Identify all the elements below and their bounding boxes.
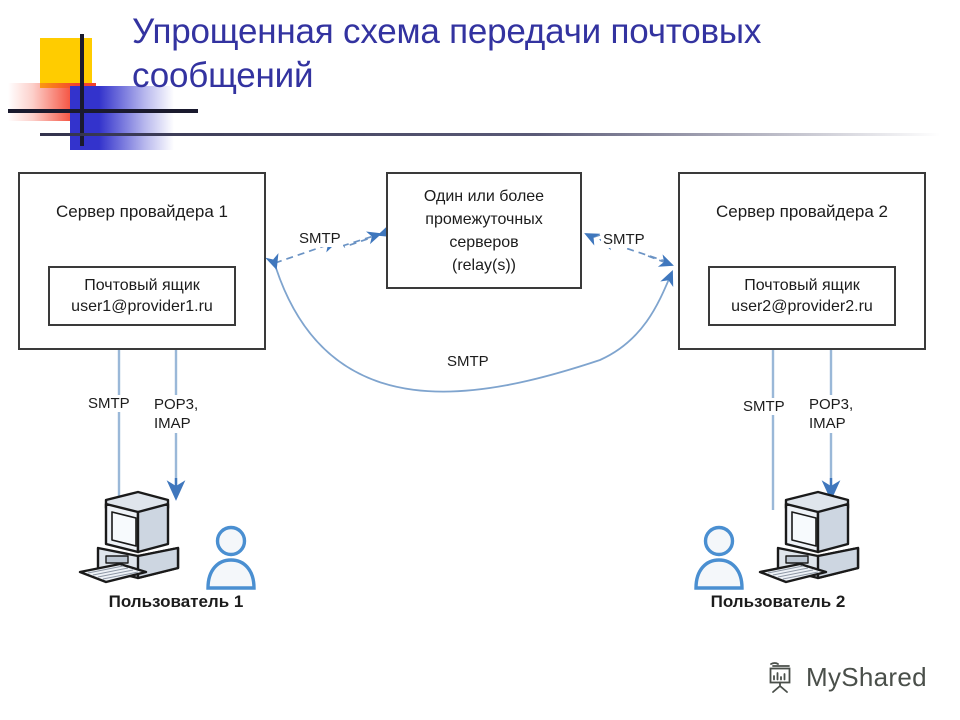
relay-servers-box[interactable]: Один или более промежуточных серверов (r… bbox=[386, 172, 582, 289]
desktop-computer-icon bbox=[758, 490, 860, 584]
mailbox-address-provider-2: user2@provider2.ru bbox=[731, 298, 873, 315]
server-box-provider-2[interactable]: Сервер провайдера 2 Почтовый ящик user2@… bbox=[678, 172, 926, 350]
myshared-watermark: MyShared bbox=[764, 660, 927, 694]
endpoint-label-user-1: Пользователь 1 bbox=[108, 592, 244, 611]
user-avatar-icon bbox=[206, 525, 256, 590]
decorative-ornament bbox=[8, 34, 198, 150]
ornament-blue-bar bbox=[70, 86, 174, 150]
relay-line-3: серверов bbox=[449, 233, 519, 251]
user-avatar-icon bbox=[694, 525, 744, 590]
watermark-label: MyShared bbox=[806, 661, 927, 692]
protocol-label-pop3-imap-user-1: POP3, IMAP bbox=[152, 395, 201, 433]
slide-header: Упрощенная схема передачи почтовых сообщ… bbox=[0, 0, 960, 150]
protocol-label-pop3-imap-user-2: POP3, IMAP bbox=[807, 395, 856, 433]
endpoint-user-1[interactable]: Пользователь 1 bbox=[60, 486, 320, 626]
desktop-computer-icon bbox=[78, 490, 180, 584]
protocol-label-smtp-right-relay: SMTP bbox=[601, 231, 647, 248]
ornament-vertical-line bbox=[80, 34, 84, 146]
mailbox-provider-2[interactable]: Почтовый ящик user2@provider2.ru bbox=[708, 266, 896, 326]
protocol-label-smtp-left-relay: SMTP bbox=[297, 230, 343, 247]
page-title: Упрощенная схема передачи почтовых сообщ… bbox=[132, 12, 762, 95]
mailbox-title-provider-2: Почтовый ящик bbox=[744, 277, 860, 294]
protocol-label-smtp-direct: SMTP bbox=[445, 353, 491, 370]
flipchart-icon bbox=[769, 662, 791, 693]
protocol-label-smtp-user-1: SMTP bbox=[86, 395, 132, 412]
protocol-label-smtp-user-2: SMTP bbox=[741, 398, 787, 415]
server-title-provider-1: Сервер провайдера 1 bbox=[55, 202, 229, 221]
relay-line-2: промежуточных bbox=[425, 210, 543, 228]
endpoint-user-1-icons bbox=[60, 486, 320, 592]
mailbox-title-provider-1: Почтовый ящик bbox=[84, 277, 200, 294]
server-box-provider-1[interactable]: Сервер провайдера 1 Почтовый ящик user1@… bbox=[18, 172, 266, 350]
relay-line-1: Один или более bbox=[423, 187, 545, 205]
title-divider bbox=[40, 133, 940, 136]
ornament-horizontal-line bbox=[8, 109, 198, 113]
mailbox-provider-1[interactable]: Почтовый ящик user1@provider1.ru bbox=[48, 266, 236, 326]
server-title-provider-2: Сервер провайдера 2 bbox=[715, 202, 889, 221]
mailbox-address-provider-1: user1@provider1.ru bbox=[71, 298, 213, 315]
endpoint-label-user-2: Пользователь 2 bbox=[710, 592, 846, 611]
endpoint-user-2-icons bbox=[650, 486, 920, 592]
relay-line-4: (relay(s)) bbox=[452, 256, 516, 274]
endpoint-user-2[interactable]: Пользователь 2 bbox=[650, 486, 920, 626]
